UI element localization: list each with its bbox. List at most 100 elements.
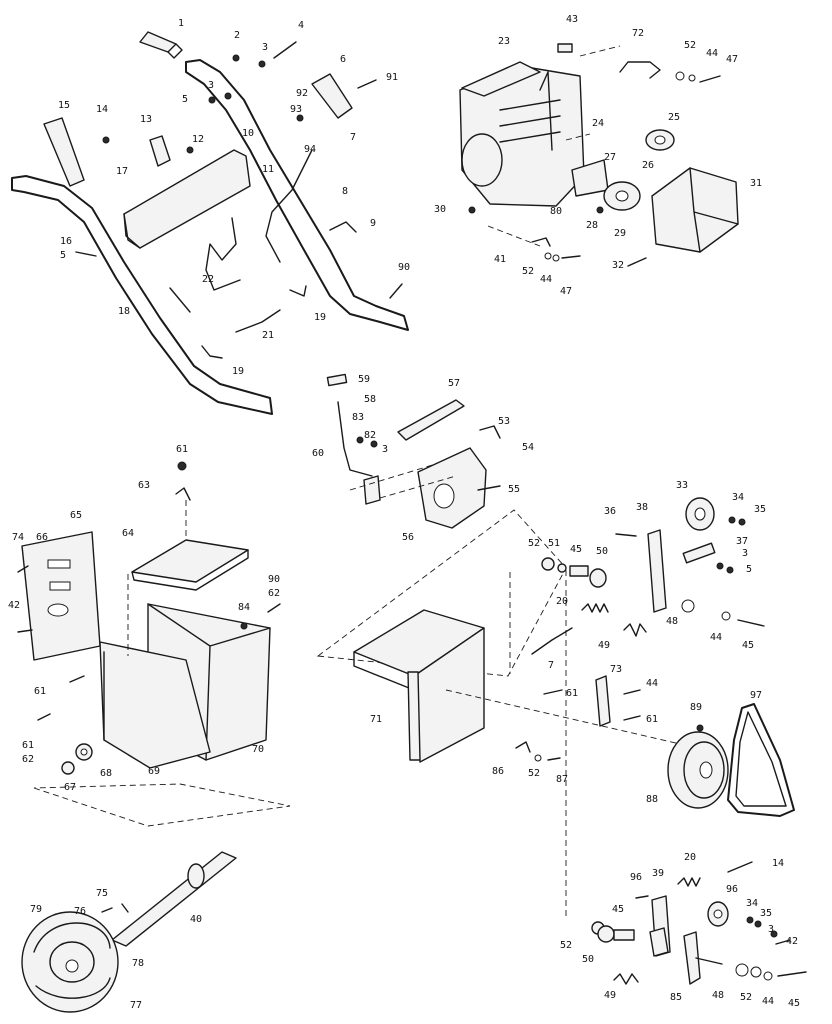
part-callout-37: 37 (736, 536, 748, 547)
part-callout-8: 8 (342, 186, 348, 197)
part-callout-45: 45 (742, 640, 754, 651)
part-callout-61: 61 (34, 686, 46, 697)
part-callout-61: 61 (22, 740, 34, 751)
auger-assembly (21, 851, 237, 1013)
part-callout-30: 30 (434, 204, 446, 215)
part-callout-39: 39 (652, 868, 664, 879)
part-callout-84: 84 (238, 602, 250, 613)
part-callout-5: 5 (746, 564, 752, 575)
part-callout-3: 3 (382, 444, 388, 455)
part-callout-73: 73 (610, 664, 622, 675)
part-callout-13: 13 (140, 114, 152, 125)
part-callout-71: 71 (370, 714, 382, 725)
part-callout-10: 10 (242, 128, 254, 139)
part-callout-96: 96 (726, 884, 738, 895)
part-callout-17: 17 (116, 166, 128, 177)
part-callout-60: 60 (312, 448, 324, 459)
clip-9 (329, 221, 357, 233)
spacer-45 (569, 565, 589, 577)
part-callout-31: 31 (750, 178, 762, 189)
part-callout-5: 5 (60, 250, 66, 261)
part-callout-58: 58 (364, 394, 376, 405)
washer-67 (61, 761, 75, 775)
bushing-50 (589, 568, 607, 588)
part-callout-62: 62 (268, 588, 280, 599)
handle-bracket (43, 117, 85, 187)
part-callout-52: 52 (560, 940, 572, 951)
part-callout-68: 68 (100, 768, 112, 779)
part-callout-94: 94 (304, 144, 316, 155)
part-callout-57: 57 (448, 378, 460, 389)
part-callout-44: 44 (710, 632, 722, 643)
part-callout-19: 19 (232, 366, 244, 377)
part-callout-54: 54 (522, 442, 534, 453)
part-callout-45: 45 (570, 544, 582, 555)
part-callout-40: 40 (190, 914, 202, 925)
part-callout-24: 24 (592, 118, 604, 129)
shift-rod-60 (337, 401, 373, 477)
part-callout-27: 27 (604, 152, 616, 163)
cable-14 (727, 861, 753, 873)
part-callout-42: 42 (8, 600, 20, 611)
part-callout-64: 64 (122, 528, 134, 539)
washer-52 (541, 557, 555, 571)
part-callout-56: 56 (402, 532, 414, 543)
part-callout-87: 87 (556, 774, 568, 785)
part-callout-47: 47 (726, 54, 738, 65)
cable-bracket (311, 73, 353, 119)
part-callout-20: 20 (556, 596, 568, 607)
side-plate-65 (21, 531, 101, 661)
belt-guard (651, 167, 739, 253)
part-callout-75: 75 (96, 888, 108, 899)
spring-20-lower (677, 877, 701, 887)
part-callout-89: 89 (690, 702, 702, 713)
part-callout-6: 6 (340, 54, 346, 65)
part-callout-48: 48 (666, 616, 678, 627)
part-callout-79: 79 (30, 904, 42, 915)
part-callout-97: 97 (750, 690, 762, 701)
part-callout-35: 35 (754, 504, 766, 515)
upper-handle-left (11, 175, 273, 415)
part-callout-25: 25 (668, 112, 680, 123)
part-callout-34: 34 (746, 898, 758, 909)
upper-handle-right (185, 59, 409, 331)
part-callout-50: 50 (596, 546, 608, 557)
part-callout-49: 49 (598, 640, 610, 651)
shaft-59 (326, 373, 348, 387)
part-callout-14: 14 (772, 858, 784, 869)
part-callout-77: 77 (130, 1000, 142, 1011)
part-callout-26: 26 (642, 160, 654, 171)
part-callout-42: 42 (786, 936, 798, 947)
part-callout-5: 5 (182, 94, 188, 105)
engine-bracket-72 (619, 61, 661, 79)
part-callout-44: 44 (540, 274, 552, 285)
part-callout-44: 44 (762, 996, 774, 1007)
top-plate-64 (131, 539, 249, 583)
part-callout-96: 96 (630, 872, 642, 883)
lower-idler-assembly (591, 861, 807, 985)
part-callout-41: 41 (494, 254, 506, 265)
clip-19 (289, 285, 307, 297)
part-callout-52: 52 (528, 768, 540, 779)
part-callout-88: 88 (646, 794, 658, 805)
engine-assembly (459, 43, 739, 267)
part-callout-82: 82 (364, 430, 376, 441)
frame-right-drive-assembly (316, 497, 795, 920)
part-callout-29: 29 (614, 228, 626, 239)
v-belt-97 (727, 703, 795, 817)
part-callout-49: 49 (604, 990, 616, 1001)
part-callout-43: 43 (566, 14, 578, 25)
bracket-85 (683, 931, 701, 985)
part-callout-45: 45 (612, 904, 624, 915)
part-callout-51: 51 (548, 538, 560, 549)
part-callout-63: 63 (138, 480, 150, 491)
engine-flywheel-housing (461, 133, 503, 187)
part-callout-61: 61 (566, 688, 578, 699)
part-callout-50: 50 (582, 954, 594, 965)
bracket-57 (397, 399, 465, 441)
part-callout-4: 4 (298, 20, 304, 31)
part-callout-14: 14 (96, 104, 108, 115)
part-callout-19: 19 (314, 312, 326, 323)
part-callout-1: 1 (178, 18, 184, 29)
part-callout-48: 48 (712, 990, 724, 1001)
